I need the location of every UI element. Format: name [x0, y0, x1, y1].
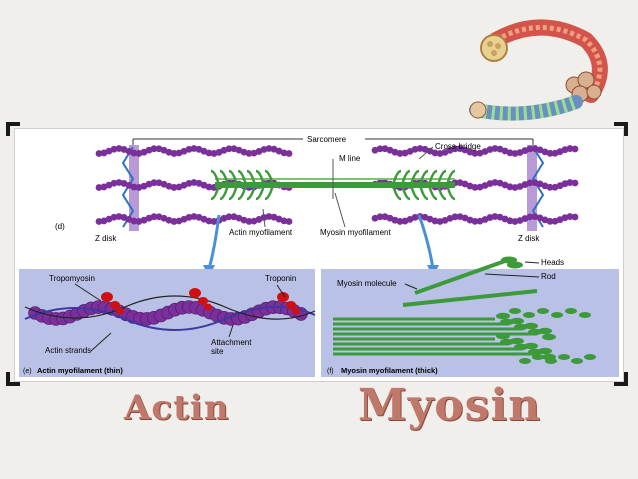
myosin-myofilament-label: Myosin myofilament [320, 228, 391, 237]
frame-corner-top-right [614, 122, 628, 136]
actin-myofilament-label: Actin myofilament [229, 228, 293, 237]
frame-corner-bottom-right [614, 372, 628, 386]
muscle-fiber-illustration [469, 19, 608, 121]
rod-label: Rod [541, 272, 556, 281]
attachment-site-label-1: Attachment [211, 338, 252, 347]
myosin-molecule-drawing [333, 256, 596, 364]
panel-letter-e: (e) [23, 368, 32, 375]
fascicle-cross-section [565, 71, 602, 103]
attachment-site-label-2: site [211, 347, 224, 356]
panel-letter-f: (f) [327, 368, 334, 375]
actin-filaments [95, 145, 579, 225]
cross-bridge-label: Cross-bridge [435, 142, 481, 151]
actin-helix [24, 288, 316, 331]
frame-corner-bottom-left [6, 372, 20, 386]
heads-label: Heads [541, 258, 564, 267]
actin-word: Actin [124, 388, 230, 428]
myosin-molecule-label: Myosin molecule [337, 279, 397, 288]
myosin-word: Myosin [358, 380, 542, 431]
frame-corner-top-left [6, 122, 20, 136]
sarcomere-diagram: Sarcomere M line Cross-bridge (d) Z disk… [19, 132, 619, 377]
z-disk-right-label: Z disk [518, 234, 540, 243]
z-disk-left-label: Z disk [95, 234, 117, 243]
muscle-bundle-end-icon [480, 34, 508, 62]
arrow-to-myosin-panel [417, 214, 435, 270]
actin-strands-label: Actin strands [45, 346, 91, 355]
sarcomere-label: Sarcomere [307, 135, 347, 144]
actin-panel-caption: Actin myofilament (thin) [37, 366, 123, 375]
myosin-thick-filament [210, 169, 456, 201]
m-line-label: M line [339, 154, 361, 163]
myosin-panel-caption: Myosin myofilament (thick) [341, 366, 438, 375]
tropomyosin-label: Tropomyosin [49, 274, 95, 283]
panel-letter-d: (d) [55, 222, 65, 231]
diagram-frame: Sarcomere M line Cross-bridge (d) Z disk… [14, 128, 624, 382]
troponin-label: Troponin [265, 274, 296, 283]
